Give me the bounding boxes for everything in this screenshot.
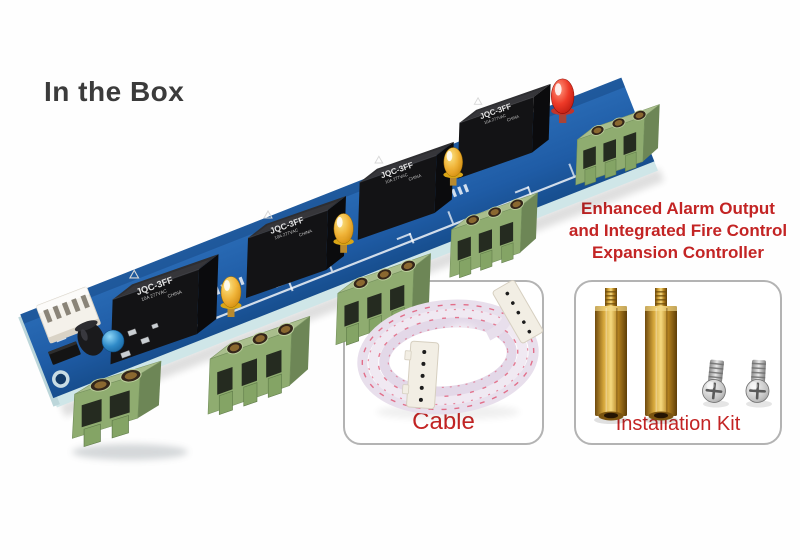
led-yellow-1	[220, 276, 242, 318]
ic-chip	[48, 341, 81, 365]
relay-1	[109, 253, 220, 365]
relay-4	[457, 83, 552, 180]
mounting-hole	[52, 370, 70, 388]
description-line: and Integrated Fire Control	[568, 221, 788, 240]
smd-parts	[120, 322, 159, 359]
capacitor-black	[74, 320, 105, 356]
terminal-block-5	[575, 103, 661, 186]
installation-kit-box: Installation Kit	[574, 280, 782, 445]
relay-2	[245, 195, 347, 299]
description-line: Enhanced Alarm Output	[581, 199, 775, 218]
led-yellow-2	[332, 213, 355, 254]
wire-to-board-connector	[36, 286, 101, 344]
terminal-block-4	[449, 192, 539, 279]
led-red	[550, 78, 575, 124]
cable-label: Cable	[412, 408, 475, 435]
relay-3	[357, 141, 455, 241]
capacitor-blue	[101, 329, 125, 353]
pcb-edge-left	[18, 314, 60, 407]
cable-box: Cable	[343, 280, 544, 445]
terminal-shadow	[72, 444, 188, 460]
led-yellow-3	[442, 147, 464, 187]
terminal-block-2	[207, 315, 311, 416]
installation-kit-label: Installation Kit	[615, 413, 741, 435]
page-title: In the Box	[44, 76, 185, 107]
description-line: Expansion Controller	[592, 243, 764, 262]
product-description: Enhanced Alarm Output and Integrated Fir…	[552, 198, 800, 264]
terminal-block-1	[71, 360, 162, 448]
